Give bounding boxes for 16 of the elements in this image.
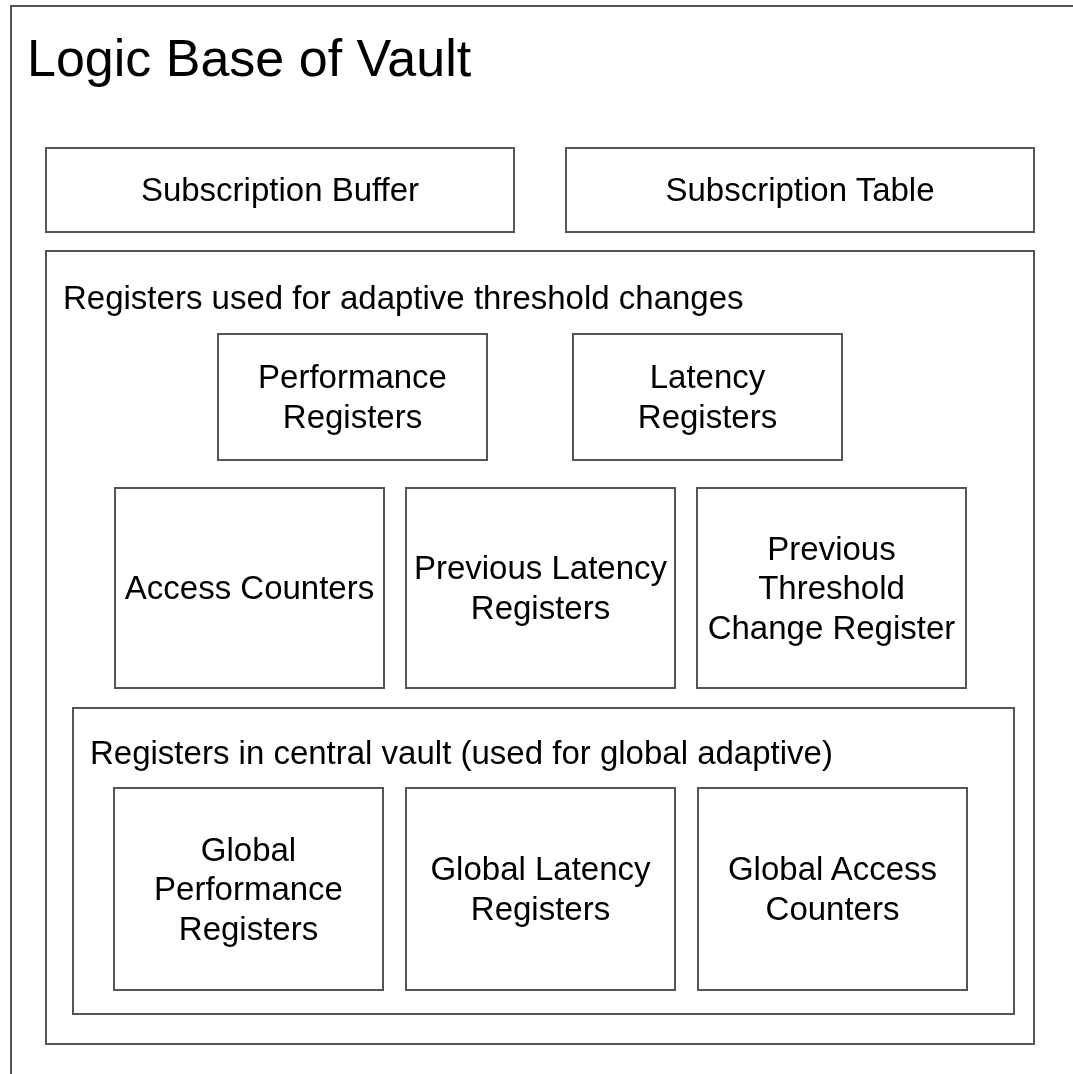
group-panel: [72, 707, 1015, 1015]
outer-frame: [10, 5, 1073, 1074]
register-box: Previous Latency Registers: [405, 487, 676, 689]
register-box: Performance Registers: [217, 333, 488, 461]
register-box: Global Latency Registers: [405, 787, 676, 991]
register-box: Previous Threshold Change Register: [696, 487, 967, 689]
register-box: Latency Registers: [572, 333, 843, 461]
group-title: Registers in central vault (used for global adaptive): [90, 733, 833, 773]
register-box: Subscription Buffer: [45, 147, 515, 233]
register-box: Global Access Counters: [697, 787, 968, 991]
register-box: Subscription Table: [565, 147, 1035, 233]
group-title: Registers used for adaptive threshold changes: [63, 278, 744, 318]
register-box: Access Counters: [114, 487, 385, 689]
group-panel: [45, 250, 1035, 1045]
register-box: Global Performance Registers: [113, 787, 384, 991]
diagram-heading: Logic Base of Vault: [27, 28, 472, 89]
